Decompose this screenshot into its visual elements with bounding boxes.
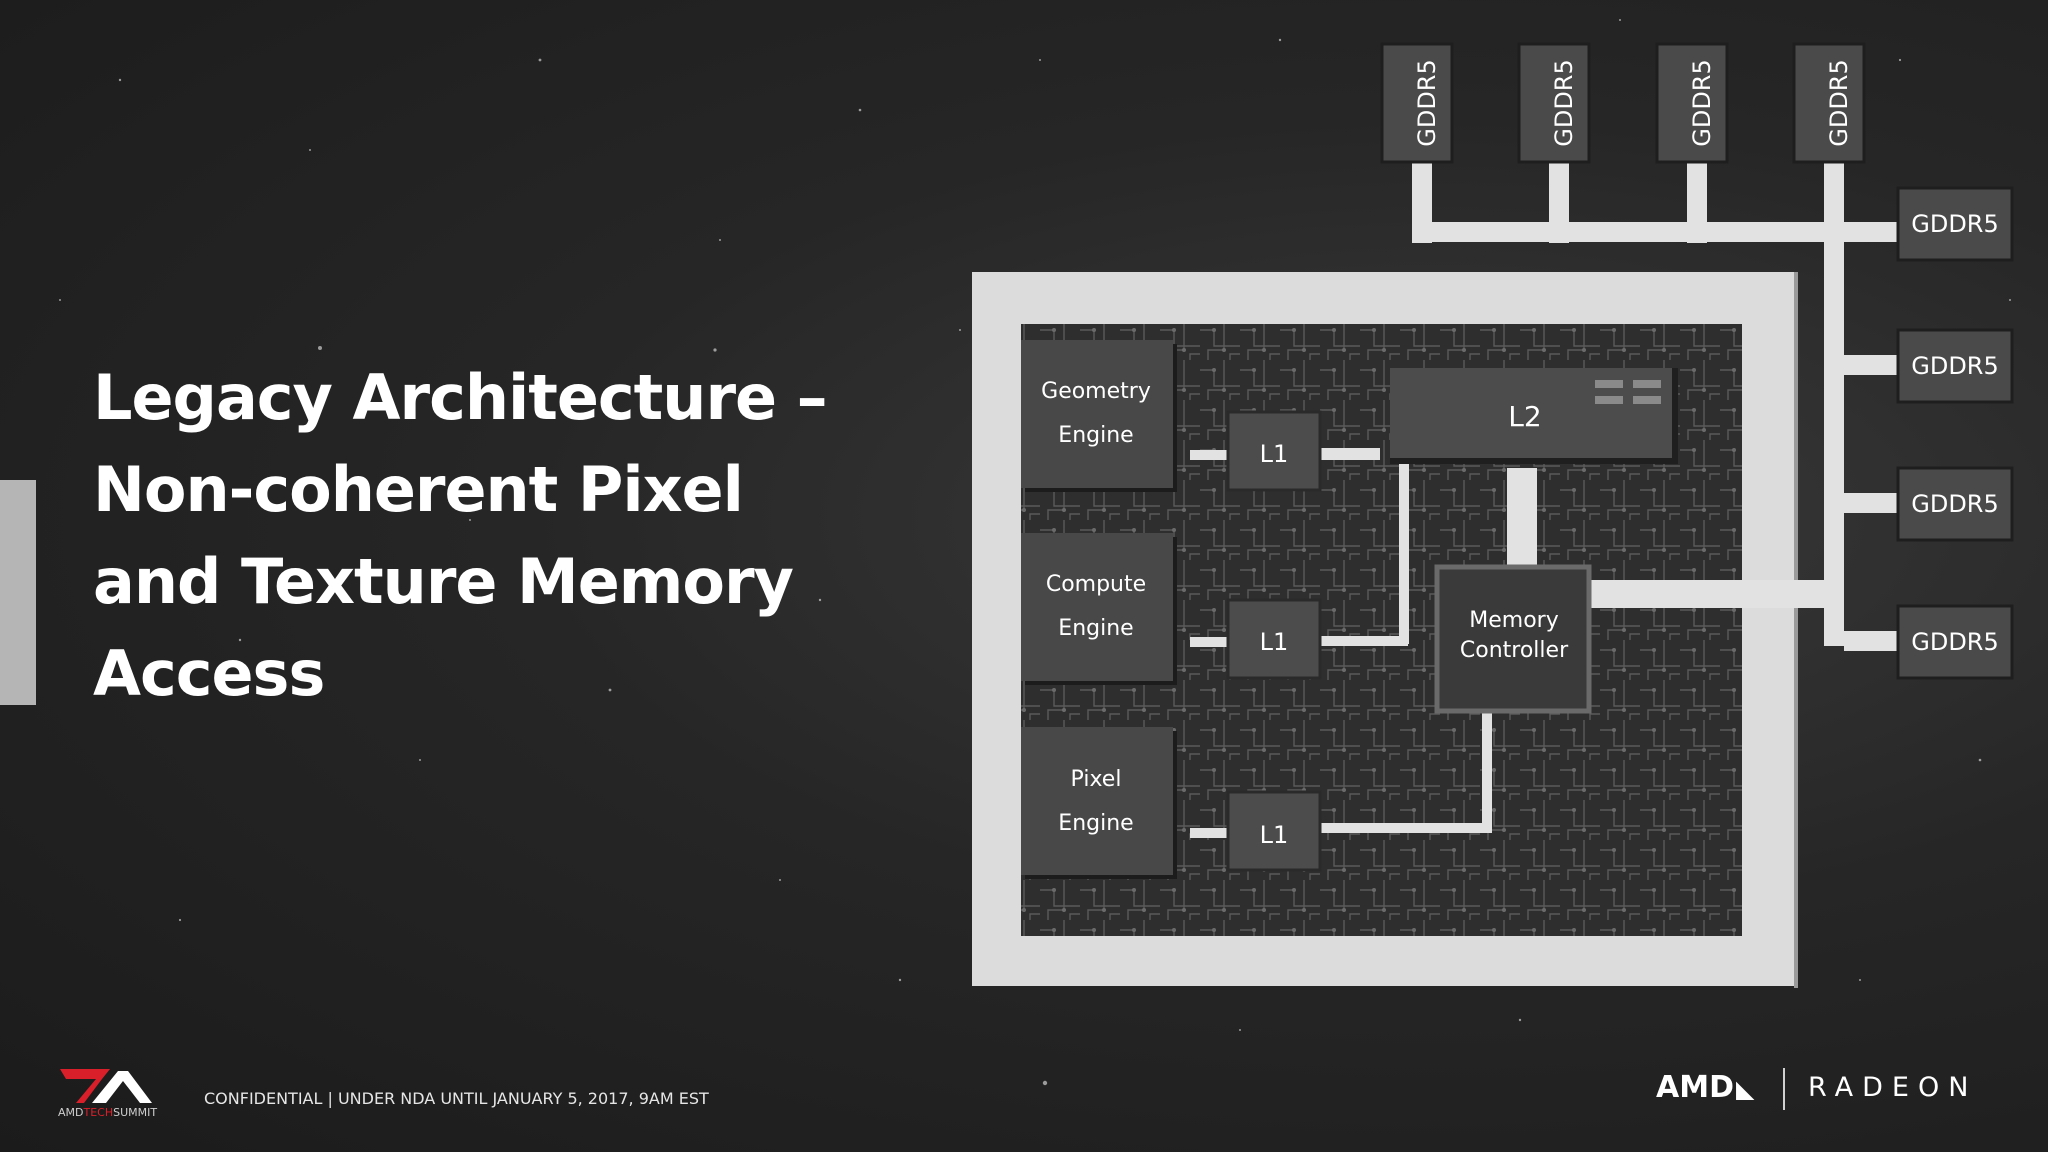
engine-label: Geometry [1041, 379, 1151, 404]
engine-label: Compute [1046, 572, 1146, 597]
engine-label: Pixel [1071, 767, 1122, 792]
title-line: Non-coherent Pixel [93, 453, 744, 526]
confidential-notice: CONFIDENTIAL | UNDER NDA UNTIL JANUARY 5… [204, 1089, 709, 1108]
summit-highlight: TECH [83, 1106, 114, 1119]
l1-cache-block [1226, 410, 1322, 492]
gddr5-label: GDDR5 [1825, 59, 1853, 147]
l1-cache-block [1226, 790, 1322, 872]
engine-block [1021, 340, 1177, 492]
engine-label: Engine [1058, 616, 1133, 641]
title-line: Access [93, 637, 325, 710]
gddr5-chip [1655, 42, 1729, 164]
amd-tech-summit-logo [60, 1069, 152, 1103]
gddr5-label: GDDR5 [1550, 59, 1578, 147]
l2-label: L2 [1508, 400, 1541, 433]
gddr5-chip [1380, 42, 1454, 164]
gddr5-chip [1896, 466, 2014, 542]
title-line: and Texture Memory [93, 545, 794, 618]
gddr5-chip [1896, 186, 2014, 262]
title-line: Legacy Architecture – [93, 361, 828, 434]
amd-logo: AMD◣ [1656, 1070, 1754, 1105]
engine-block [1021, 533, 1177, 685]
gddr5-label: GDDR5 [1688, 59, 1716, 147]
gddr5-chip [1792, 42, 1866, 164]
l1-label: L1 [1260, 628, 1289, 656]
gddr5-label: GDDR5 [1413, 59, 1441, 147]
engine-label: Engine [1058, 423, 1133, 448]
memory-controller-label: Controller [1460, 638, 1569, 663]
memory-controller-label: Memory [1469, 608, 1558, 633]
slide-title: Legacy Architecture – Non-coherent Pixel… [93, 352, 853, 720]
gddr5-label: GDDR5 [1911, 490, 1999, 518]
l1-label: L1 [1260, 440, 1289, 468]
gddr5-chip [1517, 42, 1591, 164]
brand-divider [1783, 1068, 1785, 1110]
amd-arrow-icon: ◣ [1735, 1075, 1755, 1103]
summit-logo-text: AMDTECHSUMMIT [58, 1106, 157, 1119]
memory-bus [1412, 163, 1902, 651]
summit-suffix: SUMMIT [113, 1106, 158, 1119]
l1-cache-block [1226, 598, 1322, 680]
radeon-logo: RADEON [1808, 1072, 1978, 1103]
engine-block [1021, 727, 1177, 879]
gddr5-label: GDDR5 [1911, 628, 1999, 656]
l1-label: L1 [1260, 821, 1289, 849]
gddr5-chip [1896, 328, 2014, 404]
slide-accent-bar [0, 480, 36, 705]
amd-wordmark: AMD [1656, 1070, 1734, 1105]
summit-prefix: AMD [58, 1106, 84, 1119]
gddr5-chip [1896, 604, 2014, 680]
memory-controller-block [1434, 564, 1592, 714]
gddr5-label: GDDR5 [1911, 210, 1999, 238]
gddr5-label: GDDR5 [1911, 352, 1999, 380]
engine-label: Engine [1058, 811, 1133, 836]
